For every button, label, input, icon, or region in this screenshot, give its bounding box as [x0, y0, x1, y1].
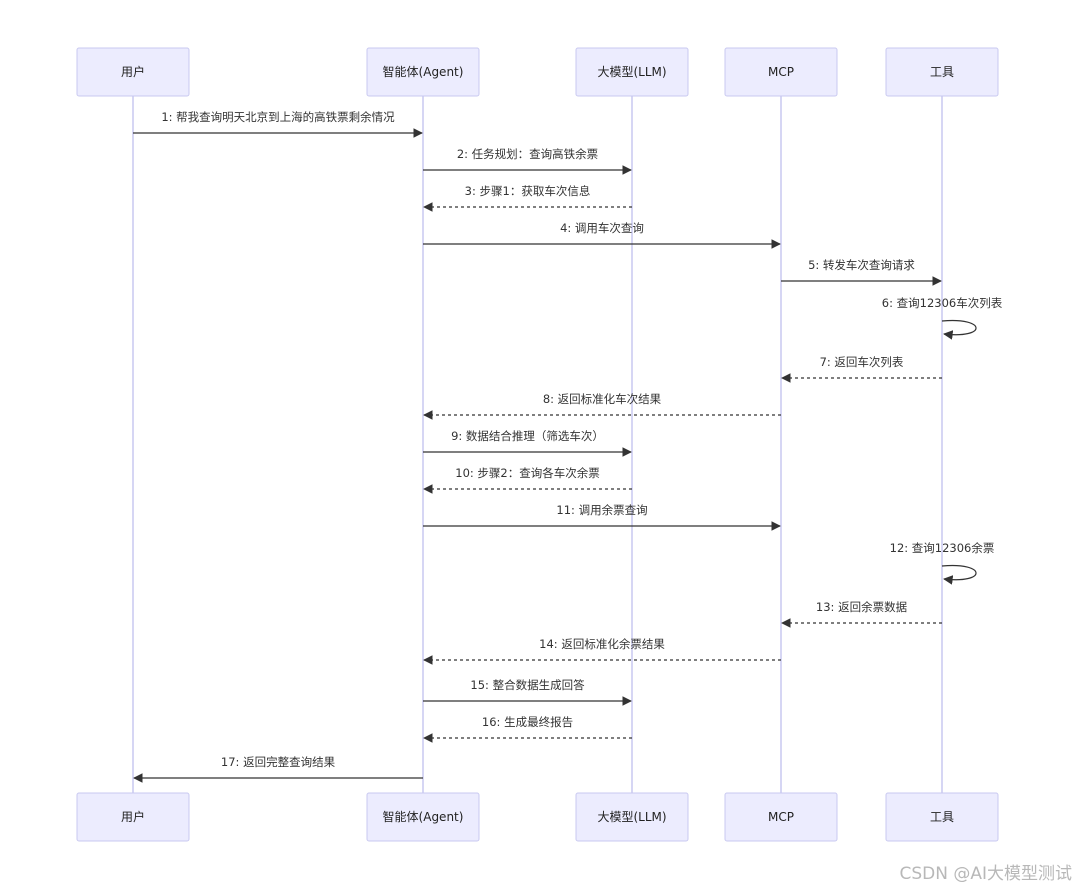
message-label: 17: 返回完整查询结果 — [221, 755, 336, 769]
participant-box — [366, 47, 480, 97]
message-label: 13: 返回余票数据 — [816, 600, 908, 614]
participant-box — [724, 792, 838, 842]
participant-mcp-bottom: MCP — [724, 792, 838, 842]
message-9: 9: 数据结合推理（筛选车次） — [423, 429, 632, 457]
message-label: 3: 步骤1：获取车次信息 — [465, 184, 591, 198]
message-label: 7: 返回车次列表 — [820, 355, 904, 369]
message-16: 16: 生成最终报告 — [423, 715, 632, 743]
participant-tool-top: 工具 — [885, 47, 999, 97]
message-13: 13: 返回余票数据 — [781, 600, 942, 628]
message-1: 1: 帮我查询明天北京到上海的高铁票剩余情况 — [133, 110, 423, 138]
participant-box — [724, 47, 838, 97]
participant-user-bottom: 用户 — [76, 792, 190, 842]
message-3: 3: 步骤1：获取车次信息 — [423, 184, 632, 212]
message-11: 11: 调用余票查询 — [423, 503, 781, 531]
message-label: 10: 步骤2：查询各车次余票 — [455, 466, 599, 480]
participant-box — [366, 792, 480, 842]
participant-label: MCP — [768, 810, 794, 824]
message-label: 12: 查询12306余票 — [890, 541, 995, 555]
message-10: 10: 步骤2：查询各车次余票 — [423, 466, 632, 494]
participant-box — [575, 792, 689, 842]
participant-label: 用户 — [121, 64, 145, 79]
participant-llm-top: 大模型(LLM) — [575, 47, 689, 97]
message-arrow — [941, 564, 977, 585]
message-6: 6: 查询12306车次列表 — [882, 296, 1003, 340]
participant-label: 大模型(LLM) — [597, 810, 666, 824]
message-label: 9: 数据结合推理（筛选车次） — [451, 429, 604, 443]
participant-user-top: 用户 — [76, 47, 190, 97]
messages: 1: 帮我查询明天北京到上海的高铁票剩余情况 2: 任务规划：查询高铁余票 3: 步… — [133, 110, 1003, 783]
participants-top: 用户 智能体(Agent) 大模型(LLM) MCP 工具 — [76, 47, 999, 97]
participant-label: 智能体(Agent) — [383, 809, 464, 824]
message-5: 5: 转发车次查询请求 — [781, 258, 942, 286]
participant-tool-bottom: 工具 — [885, 792, 999, 842]
message-12: 12: 查询12306余票 — [890, 541, 995, 585]
participant-label: MCP — [768, 65, 794, 79]
participant-label: 用户 — [121, 809, 145, 824]
participant-agent-bottom: 智能体(Agent) — [366, 792, 480, 842]
participant-label: 智能体(Agent) — [383, 64, 464, 79]
message-7: 7: 返回车次列表 — [781, 355, 942, 383]
participant-mcp-top: MCP — [724, 47, 838, 97]
message-label: 5: 转发车次查询请求 — [808, 258, 915, 272]
message-arrow — [941, 319, 977, 340]
watermark: CSDN @AI大模型测试 — [899, 864, 1072, 884]
participant-label: 工具 — [930, 65, 954, 79]
participant-label: 大模型(LLM) — [597, 65, 666, 79]
lifelines — [132, 96, 943, 793]
message-label: 14: 返回标准化余票结果 — [539, 637, 665, 651]
message-label: 8: 返回标准化车次结果 — [543, 392, 662, 406]
message-8: 8: 返回标准化车次结果 — [423, 392, 781, 420]
participant-agent-top: 智能体(Agent) — [366, 47, 480, 97]
participant-box — [575, 47, 689, 97]
message-17: 17: 返回完整查询结果 — [133, 755, 423, 783]
participant-box — [76, 47, 190, 97]
participant-llm-bottom: 大模型(LLM) — [575, 792, 689, 842]
message-2: 2: 任务规划：查询高铁余票 — [423, 147, 632, 175]
message-14: 14: 返回标准化余票结果 — [423, 637, 781, 665]
message-label: 2: 任务规划：查询高铁余票 — [457, 147, 598, 161]
message-label: 4: 调用车次查询 — [560, 221, 644, 235]
message-label: 11: 调用余票查询 — [556, 503, 647, 517]
message-label: 16: 生成最终报告 — [482, 715, 573, 729]
message-15: 15: 整合数据生成回答 — [423, 678, 632, 706]
message-4: 4: 调用车次查询 — [423, 221, 781, 249]
participant-box — [76, 792, 190, 842]
participant-label: 工具 — [930, 810, 954, 824]
message-label: 15: 整合数据生成回答 — [470, 678, 585, 692]
message-label: 6: 查询12306车次列表 — [882, 296, 1003, 310]
participant-box — [885, 47, 999, 97]
participant-box — [885, 792, 999, 842]
message-label: 1: 帮我查询明天北京到上海的高铁票剩余情况 — [161, 110, 395, 124]
participants-bottom: 用户 智能体(Agent) 大模型(LLM) MCP 工具 — [76, 792, 999, 842]
